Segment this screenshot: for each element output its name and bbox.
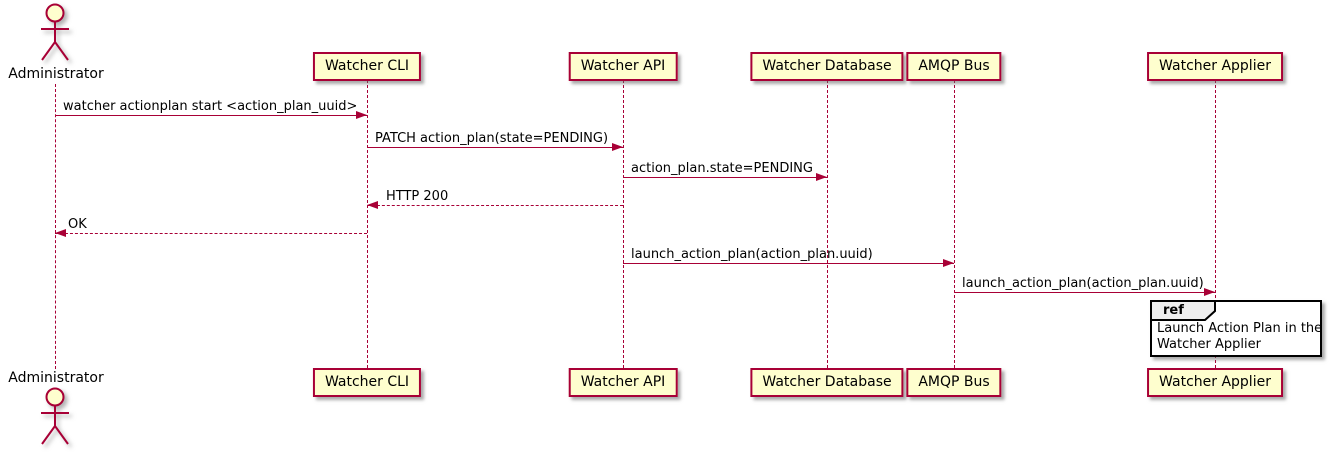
participant-watcher-cli: Watcher CLI [312, 52, 422, 81]
lifeline-watcher-api [623, 80, 624, 368]
participant-label: Watcher CLI [324, 374, 410, 390]
ref-tab-icon [1150, 300, 1216, 321]
participant-watcher-applier: Watcher Applier [1147, 52, 1283, 81]
participant-watcher-applier-bottom: Watcher Applier [1147, 368, 1283, 397]
actor-icon-bottom [41, 387, 69, 445]
participant-label: Watcher Database [762, 374, 892, 390]
ref-fragment: ref Launch Action Plan in the Watcher Ap… [1150, 300, 1322, 357]
message-arrow [623, 263, 954, 264]
participant-label: Watcher Applier [1159, 58, 1271, 74]
actor-label: Administrator [8, 66, 104, 82]
participant-watcher-api-bottom: Watcher API [568, 368, 678, 397]
arrowhead-right-icon [943, 259, 954, 267]
message-label: launch_action_plan(action_plan.uuid) [631, 247, 873, 262]
participant-amqp-bus: AMQP Bus [906, 52, 1002, 81]
actor-label-bottom: Administrator [8, 370, 104, 386]
participant-watcher-database-bottom: Watcher Database [750, 368, 904, 397]
arrowhead-left-icon [55, 229, 66, 237]
message-label: PATCH action_plan(state=PENDING) [375, 131, 609, 146]
participant-watcher-cli-bottom: Watcher CLI [312, 368, 422, 397]
message-label: watcher actionplan start <action_plan_uu… [63, 99, 358, 114]
participant-watcher-database: Watcher Database [750, 52, 904, 81]
participant-amqp-bus-bottom: AMQP Bus [906, 368, 1002, 397]
participant-label: AMQP Bus [918, 374, 990, 390]
message-arrow [367, 147, 623, 148]
arrowhead-left-icon [367, 201, 378, 209]
actor-icon [41, 3, 69, 61]
arrowhead-right-icon [356, 111, 367, 119]
ref-text: Launch Action Plan in the Watcher Applie… [1157, 321, 1322, 353]
message-label: OK [68, 217, 87, 232]
arrowhead-right-icon [1204, 288, 1215, 296]
participant-label: Watcher CLI [324, 58, 410, 74]
participant-label: Watcher Applier [1159, 374, 1271, 390]
message-label: action_plan.state=PENDING [631, 161, 813, 176]
participant-label: AMQP Bus [918, 58, 990, 74]
lifeline-watcher-database [827, 80, 828, 368]
message-label: HTTP 200 [386, 189, 449, 204]
participant-watcher-api: Watcher API [568, 52, 678, 81]
arrowhead-right-icon [612, 143, 623, 151]
ref-text-line1: Launch Action Plan in the [1157, 321, 1323, 336]
arrowhead-right-icon [816, 173, 827, 181]
message-arrow [367, 205, 623, 206]
ref-text-line2: Watcher Applier [1157, 337, 1261, 352]
message-arrow [954, 292, 1215, 293]
participant-label: Watcher API [580, 374, 666, 390]
message-arrow [623, 177, 827, 178]
lifeline-watcher-applier [1215, 80, 1216, 368]
participant-label: Watcher API [580, 58, 666, 74]
message-arrow [55, 233, 367, 234]
lifeline-watcher-cli [367, 80, 368, 368]
message-label: launch_action_plan(action_plan.uuid) [962, 276, 1204, 291]
lifeline-amqp-bus [954, 80, 955, 368]
ref-keyword: ref [1163, 303, 1184, 318]
lifeline-administrator [55, 84, 56, 369]
participant-label: Watcher Database [762, 58, 892, 74]
message-arrow [55, 115, 367, 116]
